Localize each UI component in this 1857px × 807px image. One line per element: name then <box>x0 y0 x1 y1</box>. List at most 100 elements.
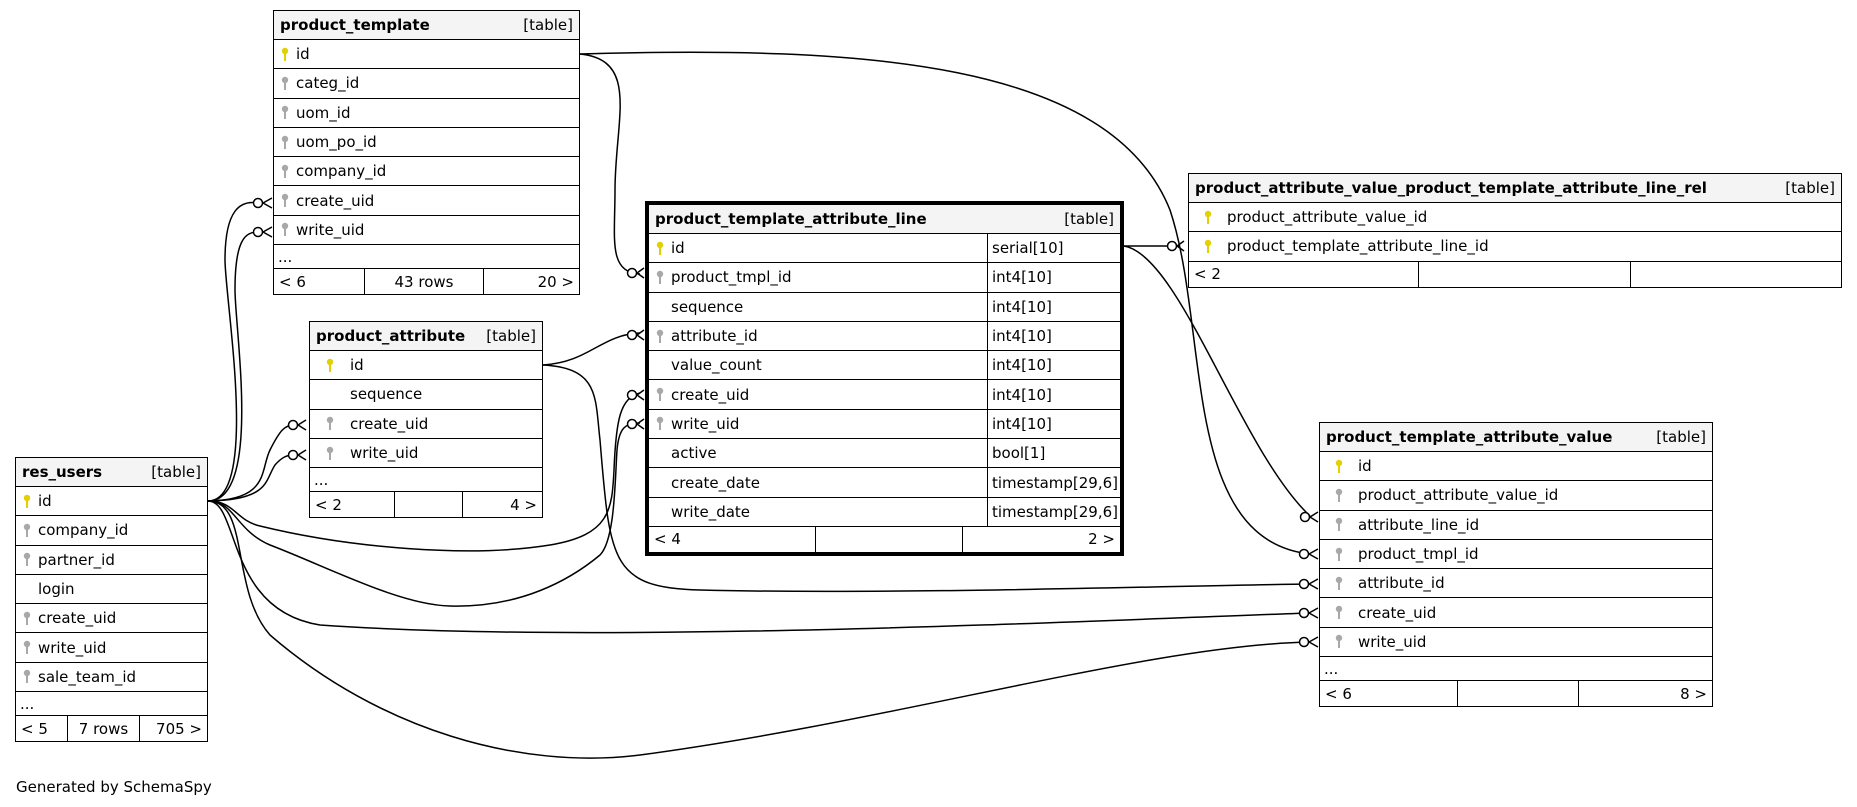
foreign-key-icon <box>310 446 350 461</box>
footer-parents[interactable]: < 4 <box>654 530 681 549</box>
column-row[interactable]: company_id <box>16 516 207 546</box>
column-type: int4[10] <box>987 380 1120 409</box>
crow-foot-ptav-product-tmpl-id <box>1298 548 1319 560</box>
footer-parents[interactable]: < 2 <box>1194 265 1221 284</box>
column-row[interactable]: product_tmpl_id <box>1320 540 1712 570</box>
foreign-key-icon <box>274 105 296 120</box>
column-row[interactable]: create_uid int4[10] <box>649 380 1120 410</box>
table-tag: [table] <box>1064 210 1114 228</box>
column-type: int4[10] <box>987 292 1120 321</box>
column-row[interactable]: value_count int4[10] <box>649 351 1120 381</box>
column-row[interactable]: write_uid <box>274 216 579 246</box>
column-row[interactable]: id <box>310 351 542 381</box>
column-name: sequence <box>350 385 423 404</box>
table-footer: < 6 8 > <box>1320 681 1712 707</box>
foreign-key-icon <box>274 164 296 179</box>
table-product-template-attribute-line[interactable]: product_template_attribute_line [table] … <box>645 201 1124 556</box>
column-row[interactable]: id <box>1320 452 1712 482</box>
edge-pa-write-uid <box>207 454 295 502</box>
column-name: login <box>38 580 75 599</box>
table-tag: [table] <box>1785 179 1835 197</box>
footer-children[interactable]: 8 > <box>1578 681 1712 707</box>
column-type: timestamp[29,6] <box>987 468 1120 497</box>
table-header[interactable]: product_template_attribute_value [table] <box>1320 423 1712 452</box>
footer-parents[interactable]: < 2 <box>315 495 342 514</box>
column-row[interactable]: create_uid <box>16 604 207 634</box>
footer-children[interactable]: 4 > <box>462 492 542 518</box>
column-name: value_count <box>671 356 762 375</box>
column-name: company_id <box>296 162 387 181</box>
column-name: id <box>296 45 310 64</box>
table-header[interactable]: product_template [table] <box>274 11 579 40</box>
column-row[interactable]: sequence <box>310 380 542 410</box>
column-row[interactable]: write_uid <box>16 633 207 663</box>
footer-parents[interactable]: < 5 <box>21 719 48 738</box>
column-row[interactable]: id <box>16 487 207 517</box>
column-row[interactable]: id <box>274 40 579 70</box>
column-name: categ_id <box>296 74 360 93</box>
primary-key-icon <box>1189 210 1227 225</box>
column-row[interactable]: write_uid <box>310 439 542 469</box>
column-row[interactable]: create_uid <box>310 410 542 439</box>
column-name: partner_id <box>38 550 115 569</box>
foreign-key-icon <box>649 329 671 344</box>
footer-children[interactable]: 705 > <box>139 716 207 742</box>
column-name: create_uid <box>671 385 750 404</box>
table-product-attribute[interactable]: product_attribute [table] id sequence cr… <box>309 321 543 519</box>
foreign-key-icon <box>649 270 671 285</box>
column-row[interactable]: categ_id <box>274 69 579 99</box>
column-row[interactable]: product_attribute_value_id <box>1320 481 1712 511</box>
column-row[interactable]: product_attribute_value_id <box>1189 203 1841 233</box>
foreign-key-icon <box>1320 605 1358 620</box>
footer-children[interactable]: 20 > <box>483 269 579 295</box>
table-header[interactable]: product_attribute [table] <box>310 322 542 351</box>
column-type: timestamp[29,6] <box>987 497 1120 526</box>
footer-children[interactable]: 2 > <box>962 526 1120 552</box>
column-row[interactable]: sale_team_id <box>16 663 207 693</box>
column-row[interactable]: attribute_id <box>1320 569 1712 599</box>
table-header[interactable]: product_attribute_value_product_template… <box>1189 174 1841 203</box>
table-header[interactable]: res_users [table] <box>16 458 207 487</box>
foreign-key-icon <box>274 76 296 91</box>
table-name: product_template <box>280 16 430 34</box>
column-row[interactable]: partner_id <box>16 546 207 575</box>
column-row[interactable]: attribute_line_id <box>1320 511 1712 540</box>
column-row[interactable]: create_uid <box>274 186 579 216</box>
column-name: company_id <box>38 521 129 540</box>
table-tag: [table] <box>1656 428 1706 446</box>
foreign-key-icon <box>310 416 350 431</box>
primary-key-icon <box>1320 459 1358 474</box>
column-name: write_uid <box>671 414 740 433</box>
footer-children[interactable] <box>1630 261 1841 287</box>
table-tag: [table] <box>486 327 536 345</box>
table-product-template-attribute-value[interactable]: product_template_attribute_value [table]… <box>1319 422 1713 708</box>
column-name: active <box>671 444 717 463</box>
column-row[interactable]: uom_id <box>274 99 579 128</box>
table-product-attribute-value-rel[interactable]: product_attribute_value_product_template… <box>1188 173 1842 288</box>
column-row[interactable]: write_uid <box>1320 628 1712 658</box>
column-type: int4[10] <box>987 321 1120 351</box>
column-name: product_attribute_value_id <box>1227 208 1428 227</box>
column-name: product_attribute_value_id <box>1358 486 1559 505</box>
column-row[interactable]: create_uid <box>1320 598 1712 628</box>
column-row[interactable]: product_template_attribute_line_id <box>1189 232 1841 262</box>
footer-row-count <box>815 526 962 552</box>
footer-parents[interactable]: < 6 <box>1325 684 1352 703</box>
table-product-template[interactable]: product_template [table] id categ_id uom… <box>273 10 580 296</box>
table-header[interactable]: product_template_attribute_line [table] <box>649 205 1120 234</box>
column-type: int4[10] <box>987 351 1120 380</box>
crow-foot-ptav-attribute-line-id <box>1299 511 1319 523</box>
footer-parents[interactable]: < 6 <box>279 272 306 291</box>
column-row[interactable]: uom_po_id <box>274 128 579 158</box>
column-row[interactable]: login <box>16 575 207 605</box>
column-row[interactable]: company_id <box>274 157 579 187</box>
table-res-users[interactable]: res_users [table] id company_id partner_… <box>15 457 208 743</box>
